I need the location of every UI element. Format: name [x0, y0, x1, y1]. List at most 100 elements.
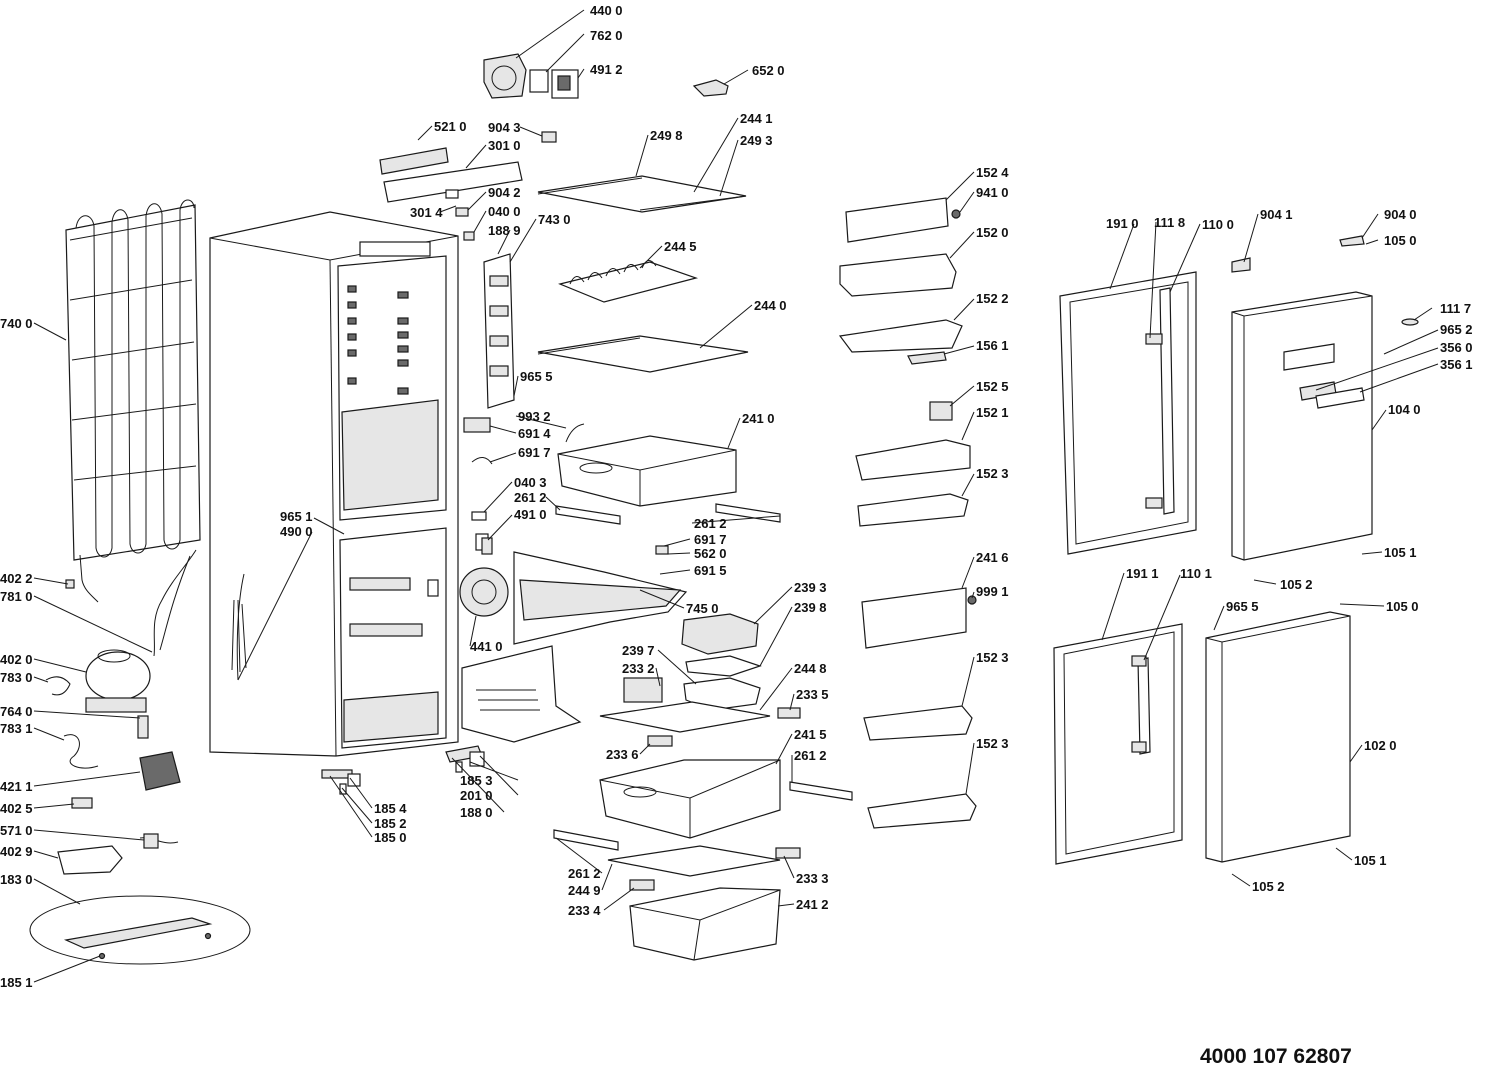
screw-941-0 [951, 209, 961, 219]
part-label: 562 0 [694, 546, 727, 561]
lower-door-gasket [1053, 623, 1183, 865]
cap-111-7 [1401, 318, 1419, 326]
part-label: 904 2 [488, 185, 521, 200]
part-label: 156 1 [976, 338, 1009, 353]
part-label: 152 3 [976, 650, 1009, 665]
part-040-0 [463, 231, 475, 241]
part-label: 152 3 [976, 466, 1009, 481]
part-label: 402 0 [0, 652, 33, 667]
part-label: 152 0 [976, 225, 1009, 240]
part-label: 764 0 [0, 704, 33, 719]
part-label: 233 5 [796, 687, 829, 702]
part-label: 490 0 [280, 524, 313, 539]
top-cover [383, 161, 523, 203]
part-label: 421 1 [0, 779, 33, 794]
hinge-904-1 [1231, 257, 1251, 273]
part-label: 105 2 [1252, 879, 1285, 894]
rail-261-2-c [789, 781, 853, 801]
part-233-6 [647, 735, 673, 747]
freezer-drawer-241-2 [629, 887, 781, 961]
part-label: 261 2 [694, 516, 727, 531]
part-label: 301 4 [410, 205, 443, 220]
part-label: 402 9 [0, 844, 33, 859]
upper-door [1231, 291, 1373, 561]
part-label: 185 4 [374, 801, 407, 816]
part-label: 188 9 [488, 223, 521, 238]
part-label: 740 0 [0, 316, 33, 331]
part-label: 239 8 [794, 600, 827, 615]
part-label: 491 2 [590, 62, 623, 77]
feet-brackets [321, 745, 485, 795]
part-label: 249 8 [650, 128, 683, 143]
part-label: 105 1 [1354, 853, 1387, 868]
part-label: 244 5 [664, 239, 697, 254]
part-label: 185 0 [374, 830, 407, 845]
part-label: 440 0 [590, 3, 623, 18]
part-691-4 [463, 417, 491, 433]
part-label: 691 4 [518, 426, 551, 441]
part-label: 185 1 [0, 975, 33, 990]
part-label: 965 5 [520, 369, 553, 384]
part-993-2 [565, 423, 585, 443]
evaporator-fan-assembly [459, 533, 688, 645]
part-label: 191 1 [1126, 566, 1159, 581]
part-label: 904 0 [1384, 207, 1417, 222]
part-label: 233 6 [606, 747, 639, 762]
part-label: 356 0 [1440, 340, 1473, 355]
rear-cover [461, 645, 582, 743]
control-panel [379, 147, 449, 175]
upper-door-gasket [1059, 271, 1197, 555]
part-label: 241 6 [976, 550, 1009, 565]
glass-shelf-top [537, 175, 747, 213]
refrigerator-cabinet [209, 211, 459, 757]
part-label: 783 0 [0, 670, 33, 685]
part-label: 402 5 [0, 801, 33, 816]
part-label: 152 2 [976, 291, 1009, 306]
part-233-4 [629, 879, 655, 891]
part-label: 571 0 [0, 823, 33, 838]
part-label: 188 0 [460, 805, 493, 820]
part-label: 239 7 [622, 643, 655, 658]
part-label: 965 2 [1440, 322, 1473, 337]
part-label: 904 1 [1260, 207, 1293, 222]
part-label: 781 0 [0, 589, 33, 604]
part-label: 904 3 [488, 120, 521, 135]
part-label: 965 5 [1226, 599, 1259, 614]
part-691-7 [471, 457, 493, 465]
part-label: 102 0 [1364, 738, 1397, 753]
part-label: 105 1 [1384, 545, 1417, 560]
part-label: 301 0 [488, 138, 521, 153]
rail-261-2-a [555, 505, 621, 525]
part-label: 152 3 [976, 736, 1009, 751]
part-label: 040 0 [488, 204, 521, 219]
part-label: 993 2 [518, 409, 551, 424]
part-label: 239 3 [794, 580, 827, 595]
part-label: 152 4 [976, 165, 1009, 180]
part-label: 244 0 [754, 298, 787, 313]
part-label: 110 1 [1180, 566, 1212, 581]
part-label: 261 2 [514, 490, 547, 505]
part-label: 691 7 [694, 532, 727, 547]
clip-904-2 [455, 207, 469, 217]
part-label: 110 0 [1202, 217, 1234, 232]
ice-bucket-239-7 [683, 677, 761, 711]
part-label: 441 0 [470, 639, 503, 654]
ice-box-239-3 [681, 613, 759, 655]
part-label: 762 0 [590, 28, 623, 43]
part-label: 261 2 [794, 748, 827, 763]
part-label: 183 0 [0, 872, 33, 887]
part-label: 185 2 [374, 816, 407, 831]
part-label: 233 4 [568, 903, 601, 918]
part-label: 356 1 [1440, 357, 1473, 372]
part-label: 104 0 [1388, 402, 1421, 417]
part-label: 105 2 [1280, 577, 1313, 592]
part-label: 244 1 [740, 111, 773, 126]
part-label: 111 8 [1154, 215, 1185, 230]
part-label: 743 0 [538, 212, 571, 227]
freezer-drawer-241-5 [599, 759, 781, 839]
part-233-2 [623, 677, 663, 703]
part-label: 201 0 [460, 788, 493, 803]
part-label: 691 5 [694, 563, 727, 578]
glass-shelf-244-8 [599, 701, 771, 733]
